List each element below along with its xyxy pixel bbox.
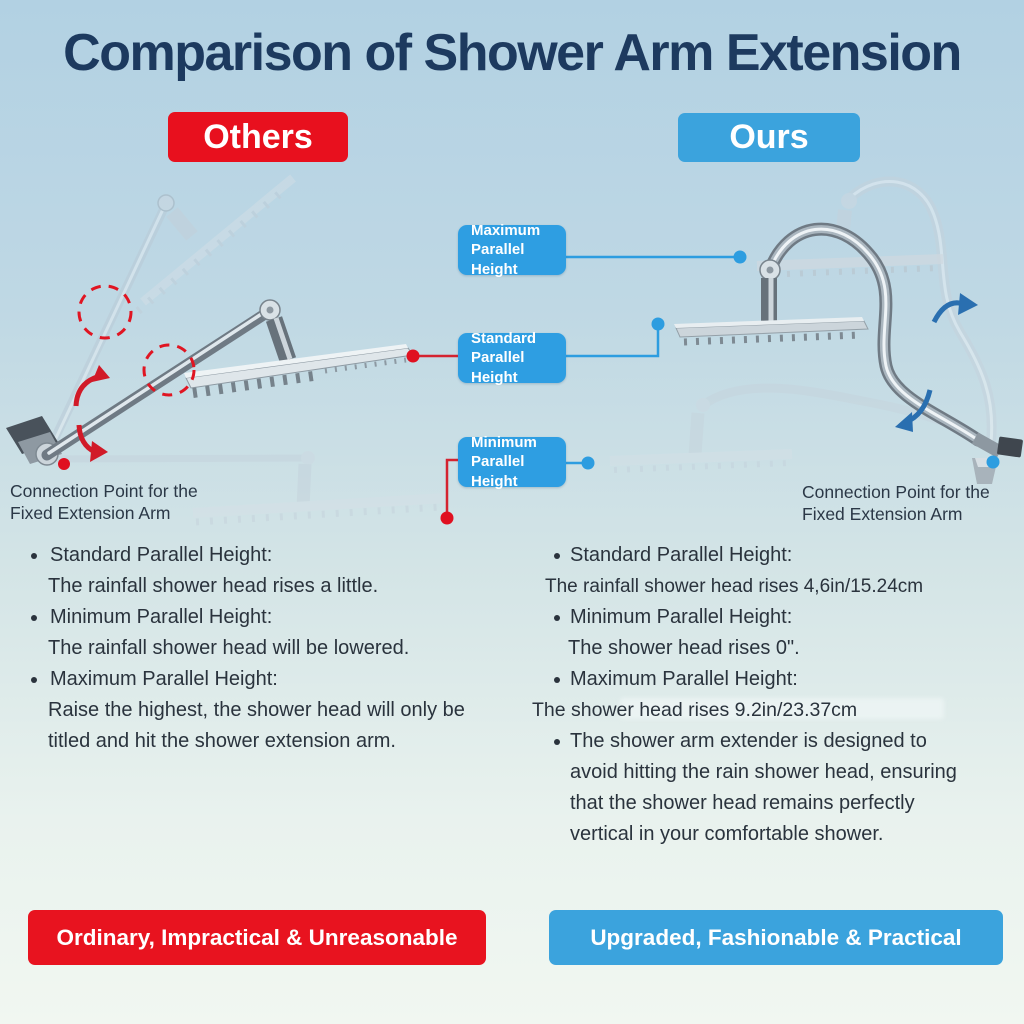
bullet-body: The rainfall shower head rises a little.: [48, 575, 379, 597]
note-line: Connection Point for the: [10, 481, 198, 501]
bullet-body: The shower head rises 0".: [568, 637, 800, 659]
bullet-head: Minimum Parallel Height:: [532, 602, 1010, 633]
label-line: Parallel Height: [471, 453, 525, 490]
connector-lines: [406, 250, 747, 525]
bullet-head: Minimum Parallel Height:: [30, 602, 510, 633]
bullet-dot: [554, 553, 560, 559]
swing-arrow-down: [895, 389, 933, 432]
bullet-body: Raise the highest, the shower head will …: [48, 699, 465, 752]
rotation-arrow-down: [76, 424, 108, 462]
others-max-ghost-arm: [42, 174, 296, 460]
watermark-smudge: [620, 698, 944, 719]
ours-connection-dot: [986, 455, 1000, 469]
joint-highlight-circle: [77, 284, 133, 340]
ours-badge: Ours: [678, 113, 860, 162]
note-line: Fixed Extension Arm: [802, 504, 963, 525]
swing-arrow-up: [931, 293, 978, 324]
bullet-body: The rainfall shower head rises 4,6in/15.…: [545, 576, 924, 597]
bullet-head: Standard Parallel Height:: [30, 540, 510, 571]
bullet-dot: [554, 677, 560, 683]
bullet-body: The shower head rises 9.2in/23.37cm: [532, 699, 858, 721]
bullet-dot: [554, 739, 560, 745]
ours-feature-list: Standard Parallel Height: The rainfall s…: [532, 540, 1010, 850]
others-standard-arm: [41, 299, 414, 461]
bullet-head: Standard Parallel Height:: [532, 540, 1010, 571]
standard-right-dot: [651, 317, 665, 331]
others-connection-note: Connection Point for the Fixed Extension…: [10, 480, 198, 525]
note-line: Connection Point for the: [802, 482, 990, 502]
ours-max-head: [756, 254, 944, 278]
ours-connection-note: Connection Point for the Fixed Extension…: [802, 481, 990, 526]
bullet-dot: [554, 615, 560, 621]
bullet-dot: [31, 677, 37, 683]
others-diagram: [6, 174, 446, 526]
page-title: Comparison of Shower Arm Extension: [63, 24, 962, 82]
rotation-arrow-up: [73, 365, 110, 407]
label-line: Parallel Height: [471, 241, 525, 278]
ours-gooseneck-arm: [763, 222, 985, 447]
bullet-dot: [31, 615, 37, 621]
ours-diagram: [609, 176, 1023, 484]
joint-highlight-circle: [142, 343, 196, 397]
maximum-parallel-height-label: Maximum Parallel Height: [458, 222, 566, 278]
minimum-left-dot: [440, 511, 454, 525]
ours-verdict-banner: Upgraded, Fashionable & Practical: [549, 910, 1003, 965]
comparison-diagram: [6, 174, 1023, 526]
note-line: Fixed Extension Arm: [10, 503, 171, 524]
standard-parallel-height-label: Standard Parallel Height: [458, 330, 566, 386]
standard-left-dot: [406, 349, 420, 363]
label-line: Maximum: [471, 222, 541, 240]
minimum-parallel-height-label: Minimum Parallel Height: [458, 434, 566, 490]
others-wall-mount: [6, 416, 62, 466]
bullet-body: The rainfall shower head will be lowered…: [48, 637, 410, 659]
ours-standard-head: [674, 259, 869, 346]
minimum-right-dot: [581, 456, 595, 470]
others-connection-dot: [58, 458, 70, 470]
others-feature-list: Standard Parallel Height: The rainfall s…: [30, 540, 510, 757]
label-line: Standard: [471, 330, 537, 348]
label-line: Parallel Height: [471, 349, 525, 386]
bullet-head: Maximum Parallel Height:: [532, 664, 1010, 695]
bullet-paragraph: The shower arm extender is designed to a…: [532, 726, 974, 850]
others-badge: Others: [168, 112, 348, 162]
maximum-right-dot: [733, 250, 747, 264]
ours-max-ghost-arm: [836, 176, 997, 443]
others-verdict-banner: Ordinary, Impractical & Unreasonable: [28, 910, 486, 965]
label-line: Minimum: [471, 434, 537, 452]
ours-connection-hardware: [971, 432, 1023, 484]
bullet-dot: [31, 553, 37, 559]
bullet-head: Maximum Parallel Height:: [30, 664, 510, 695]
